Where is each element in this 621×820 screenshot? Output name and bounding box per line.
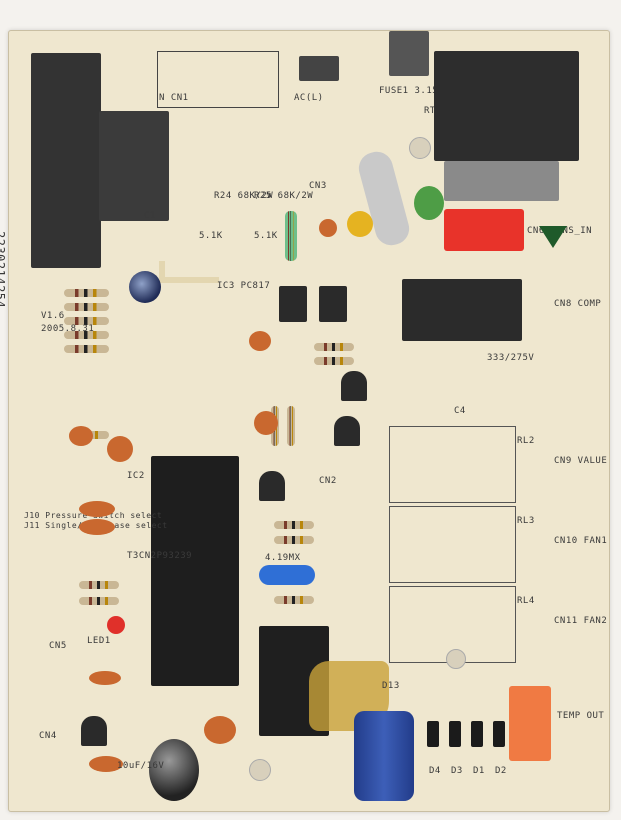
d-label: D4	[429, 766, 441, 776]
ic3-label: IC3 PC817	[217, 281, 271, 291]
resistor	[274, 536, 314, 544]
fuse-label: FUSE1 3.15A/250V	[379, 86, 474, 96]
resistor	[79, 597, 119, 605]
transformer-core	[99, 111, 169, 221]
pcb-board: N CN1 AC(L) FUSE1 3.15A/250V RT CN6TRANS…	[0, 30, 610, 812]
capacitor-electrolytic	[129, 271, 161, 303]
resistor	[287, 406, 295, 446]
board-date: 2005.8.31	[41, 324, 95, 334]
ic2-label: IC2	[127, 471, 145, 481]
resistor	[64, 289, 109, 297]
capacitor-ceramic	[89, 671, 121, 685]
connector-ac-l	[299, 56, 339, 81]
capacitor-ceramic	[89, 756, 123, 772]
transistor	[259, 471, 285, 501]
capacitor-ceramic	[249, 331, 271, 351]
c1-label: C1	[144, 211, 156, 221]
diode	[449, 721, 461, 747]
cn1-label: N CN1	[159, 93, 189, 103]
capacitor-ceramic	[347, 211, 373, 237]
diode	[471, 721, 483, 747]
temp-out-label: TEMP OUT	[557, 711, 605, 721]
rl3-label: RL3	[517, 516, 535, 526]
d-label: D2	[495, 766, 507, 776]
capacitor-electrolytic	[149, 739, 199, 801]
resistor	[64, 345, 109, 353]
mounting-hole	[446, 649, 466, 669]
transformer	[31, 53, 101, 268]
capacitor-ceramic	[79, 501, 115, 517]
relay-rl2	[389, 426, 516, 503]
transistor	[341, 371, 367, 401]
cn8-label: CN8 COMP	[554, 299, 602, 309]
comp-relay	[402, 279, 522, 341]
resistor-value-label: 5.1K	[254, 231, 278, 241]
d-label: D3	[451, 766, 463, 776]
resistor	[79, 581, 119, 589]
ac-l-label: AC(L)	[294, 93, 324, 103]
c4-label: C4	[454, 406, 466, 416]
arrow-down-icon	[539, 226, 567, 248]
cn10-label: CN10 FAN1	[554, 536, 608, 546]
capacitor-ceramic	[204, 716, 236, 744]
mounting-hole	[249, 759, 271, 781]
cn2-label: CN2	[319, 476, 337, 486]
r25-label: R25 68K/2W	[254, 191, 314, 201]
cn3-label: CN3	[309, 181, 327, 191]
d13-label: D13	[382, 681, 400, 691]
optocoupler-ic4	[279, 286, 307, 322]
resistor	[64, 303, 109, 311]
copper-trace	[159, 277, 219, 283]
transistor	[81, 716, 107, 746]
power-relay	[434, 51, 579, 161]
diode	[427, 721, 439, 747]
copper-trace	[159, 261, 165, 283]
cn9-label: CN9 VALUE	[554, 456, 608, 466]
board-serial: 2230214254	[0, 231, 7, 309]
cn4-label: CN4	[39, 731, 57, 741]
cn5-label: CN5	[49, 641, 67, 651]
d-label: D1	[473, 766, 485, 776]
diode	[493, 721, 505, 747]
cn11-label: CN11 FAN2	[554, 616, 608, 626]
ic2-part-label: T3CN2P93239	[127, 551, 193, 561]
rl2-label: RL2	[517, 436, 535, 446]
capacitor-ceramic	[69, 426, 93, 446]
fuse-holder	[389, 31, 429, 76]
connector-outline	[157, 51, 279, 108]
capacitor-electrolytic	[354, 711, 414, 801]
relay-base	[444, 161, 559, 201]
resistor	[314, 343, 354, 351]
microcontroller-ic2	[151, 456, 239, 686]
resistor	[64, 317, 109, 325]
temp-out-connector	[509, 686, 551, 761]
xtal-label: 4.19MX	[265, 553, 301, 563]
transistor	[334, 416, 360, 446]
cn6-connector	[444, 209, 524, 251]
crystal-oscillator	[259, 565, 315, 585]
resistor-value-label: 5.1K	[199, 231, 223, 241]
fuse-code-label: RT	[424, 106, 436, 116]
capacitor-ceramic	[319, 219, 337, 237]
relay-rl3	[389, 506, 516, 583]
resistor	[285, 211, 297, 261]
led1-label: LED1	[87, 636, 111, 646]
board-version: V1.6	[41, 311, 65, 321]
cap-333-label: 333/275V	[487, 353, 535, 363]
rl4-label: RL4	[517, 596, 535, 606]
resistor	[314, 357, 354, 365]
resistor	[64, 331, 109, 339]
capacitor-ceramic	[254, 411, 278, 435]
resistor	[274, 596, 314, 604]
led1	[107, 616, 125, 634]
capacitor-ceramic	[414, 186, 444, 220]
optocoupler-ic3	[319, 286, 347, 322]
cap-value-label: 10uF/16V	[117, 761, 165, 771]
mounting-hole	[409, 137, 431, 159]
capacitor-ceramic	[107, 436, 133, 462]
resistor	[274, 521, 314, 529]
capacitor-ceramic	[79, 519, 115, 535]
r24-label: R24 68K/2W	[214, 191, 274, 201]
